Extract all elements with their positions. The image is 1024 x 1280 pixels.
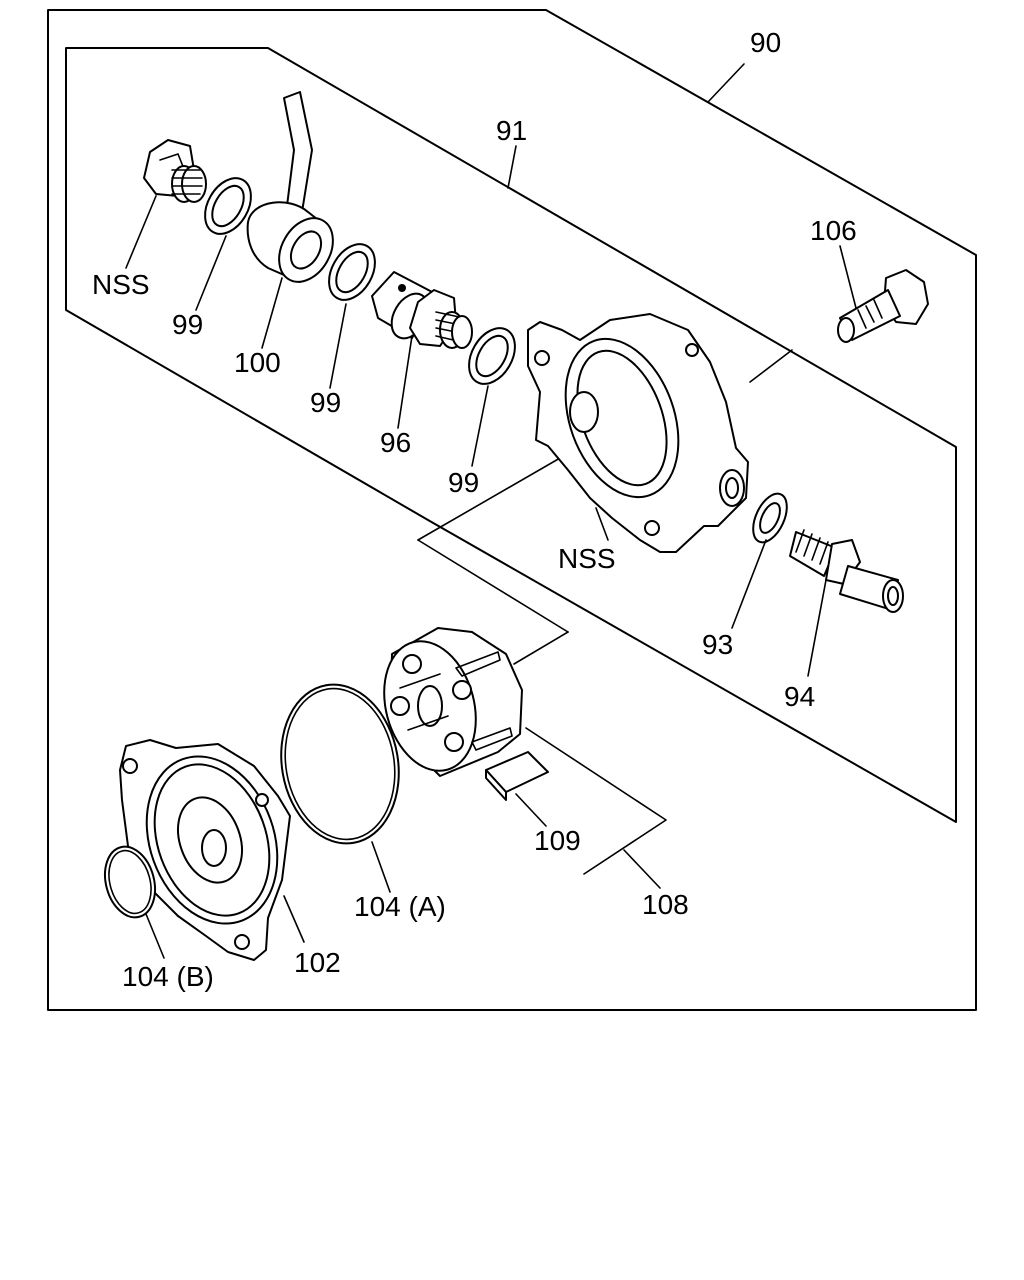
- leader-lines: [125, 63, 857, 959]
- label-94: 94: [784, 681, 815, 712]
- washer-99-a: [204, 177, 252, 235]
- nss-plug-bolt: [143, 139, 207, 203]
- bolt-106: [837, 269, 929, 343]
- washer-99-c: [468, 327, 516, 385]
- label-99-a: 99: [172, 309, 203, 340]
- leader-106-line: [749, 349, 793, 383]
- washer-99-b: [328, 243, 376, 301]
- frame-group-91: [65, 47, 957, 823]
- frame-group-108-left: [417, 539, 569, 633]
- label-100: 100: [234, 347, 281, 378]
- label-96: 96: [380, 427, 411, 458]
- label-109: 109: [534, 825, 581, 856]
- label-108: 108: [642, 889, 689, 920]
- label-104a: 104 (A): [354, 891, 446, 922]
- o-ring-104a: [280, 683, 400, 845]
- label-91: 91: [496, 115, 527, 146]
- pump-rotor: [383, 627, 523, 777]
- label-90: 90: [750, 27, 781, 58]
- vane-109: [485, 751, 549, 801]
- label-93: 93: [702, 629, 733, 660]
- cover-plate-102: [119, 739, 291, 961]
- o-ring-104b: [104, 845, 156, 919]
- label-99-b: 99: [310, 387, 341, 418]
- pump-bracket-nss: [527, 313, 749, 553]
- union-bolt-96: [371, 271, 473, 349]
- label-106: 106: [810, 215, 857, 246]
- rotor-leader-upper: [513, 631, 569, 665]
- label-nss-top: NSS: [92, 269, 150, 300]
- hose-connector-94: [789, 529, 904, 613]
- label-104b: 104 (B): [122, 961, 214, 992]
- banjo-fitting-100: [246, 91, 334, 283]
- label-99-c: 99: [448, 467, 479, 498]
- frame-outer: [47, 9, 977, 1011]
- label-102: 102: [294, 947, 341, 978]
- label-nss-bracket: NSS: [558, 543, 616, 574]
- washer-93: [752, 492, 788, 544]
